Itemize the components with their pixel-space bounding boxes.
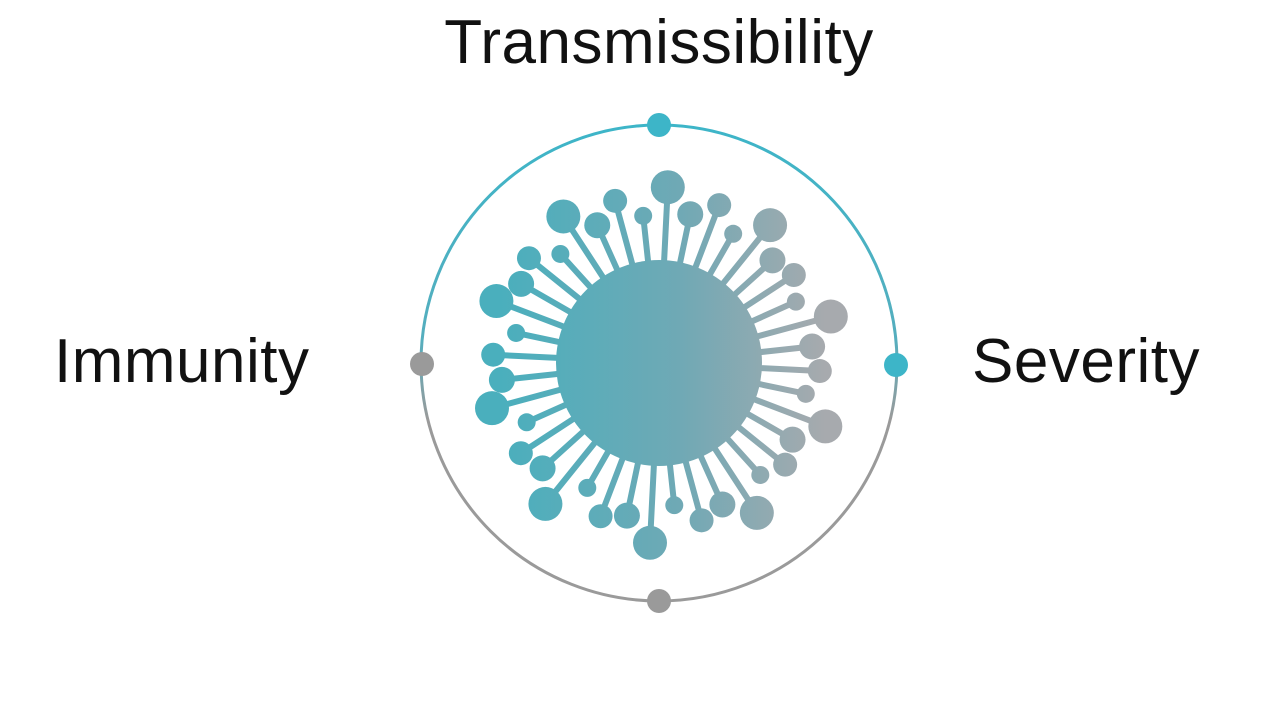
virus-spike-tip — [807, 359, 832, 384]
top-node-dot — [647, 113, 671, 137]
virus-spike-tip — [813, 299, 848, 334]
virus-spike-tip — [753, 208, 788, 243]
virus-spike-tip — [759, 247, 786, 274]
virus-spike-tip — [584, 212, 611, 239]
virus-spike-tip — [479, 284, 514, 319]
virus-icon — [475, 170, 848, 560]
virus-spike-tip — [488, 366, 515, 393]
virus-spike-tip — [507, 323, 526, 342]
virus-spike-tip — [613, 502, 640, 529]
virus-spike-tip — [546, 199, 581, 234]
immunity-label: Immunity — [54, 327, 310, 396]
virus-spike-tip — [665, 496, 684, 515]
virus-spike-tip — [603, 188, 628, 213]
transmissibility-label: Transmissibility — [444, 8, 874, 77]
bottom-node-dot — [647, 589, 671, 613]
virus-spike-tip — [516, 246, 541, 271]
right-node-dot — [884, 353, 908, 377]
left-node-dot — [410, 352, 434, 376]
virus-spike-tip — [508, 441, 533, 466]
virus-spike-tip — [517, 413, 536, 432]
virus-spike-tip — [709, 491, 736, 518]
virus-spike-tip — [799, 333, 826, 360]
virus-body — [556, 260, 762, 466]
virus-spike-tip — [781, 262, 806, 287]
virus-spike-tip — [689, 508, 714, 533]
virus-spike-tip — [588, 504, 613, 529]
virus-spike-tip — [508, 270, 535, 297]
virus-spike-tip — [724, 224, 743, 243]
virus-spike-tip — [796, 384, 815, 403]
virus-spike-tip — [634, 206, 653, 225]
virus-spike-tip — [551, 244, 570, 263]
virus-spike-tip — [650, 170, 685, 205]
virus-spike-tip — [475, 391, 510, 426]
severity-label: Severity — [972, 327, 1200, 396]
virus-spike-tip — [481, 342, 506, 367]
virus-spike-tip — [808, 409, 843, 444]
virus-spike-tip — [779, 426, 806, 453]
virus-spike-tip — [773, 452, 798, 477]
virus-spike-tip — [633, 525, 668, 560]
virus-spike-tip — [751, 465, 770, 484]
virus-spike-tip — [707, 193, 732, 218]
virus-spike-tip — [578, 478, 597, 497]
virus-spike-tip — [677, 201, 704, 228]
virus-spike-tip — [529, 455, 556, 482]
virus-spike-tip — [786, 292, 805, 311]
virus-spike-tip — [739, 495, 774, 530]
virus-spike-tip — [528, 486, 563, 521]
